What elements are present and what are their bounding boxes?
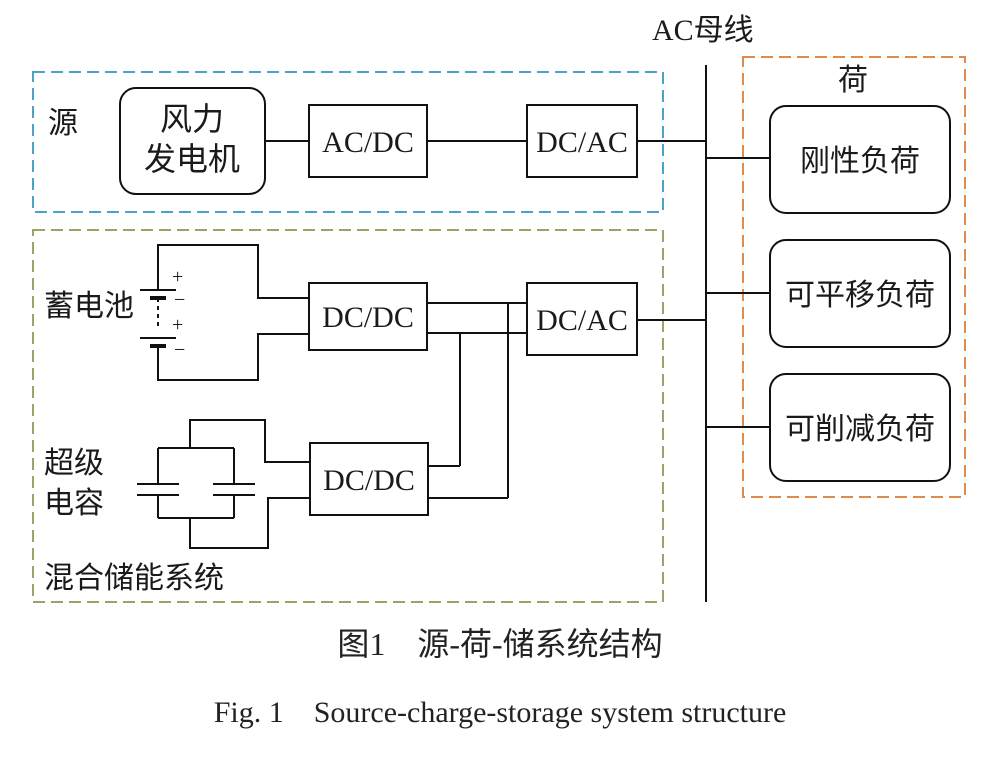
wind-generator-label-line2: 发电机 <box>144 141 240 177</box>
ac-bus-label: AC母线 <box>652 14 754 47</box>
dc-ac-source-converter-box <box>526 104 638 178</box>
battery-label: 蓄电池 <box>44 290 134 323</box>
battery-plus-sign: + <box>172 266 183 288</box>
load-group-label: 荷 <box>838 64 868 97</box>
wind-generator-label-line1: 风力 <box>160 101 224 137</box>
load-group-border <box>742 56 966 498</box>
reducible-load-box <box>769 373 951 482</box>
supercapacitor-symbol <box>137 419 310 549</box>
battery-minus-sign: − <box>174 289 185 311</box>
battery-symbol: + − + − <box>140 244 309 381</box>
battery-dc-dc-converter-label: DC/DC <box>322 301 414 334</box>
dc-ac-source-converter-label: DC/AC <box>536 126 628 159</box>
ac-dc-converter-box <box>308 104 428 178</box>
battery-dc-dc-converter-box <box>308 282 428 351</box>
rigid-load-box <box>769 105 951 214</box>
supercap-label-line1: 超级 <box>44 447 104 480</box>
battery-plus-sign-2: + <box>172 314 183 336</box>
ac-dc-converter-label: AC/DC <box>322 126 414 159</box>
dc-ac-storage-converter-label: DC/AC <box>536 304 628 337</box>
source-group-label: 源 <box>48 107 78 140</box>
supercap-dc-dc-converter-box <box>309 442 429 516</box>
caption-chinese: 图1 源-荷-储系统结构 <box>337 626 662 662</box>
shiftable-load-label: 可平移负荷 <box>785 279 935 312</box>
supercap-label-line2: 电容 <box>44 487 104 520</box>
reducible-load-label: 可削减负荷 <box>785 413 935 446</box>
battery-minus-sign-2: − <box>174 339 185 361</box>
shiftable-load-box <box>769 239 951 348</box>
supercap-dc-dc-converter-label: DC/DC <box>323 464 415 497</box>
storage-group-border <box>32 229 664 603</box>
caption-english: Fig. 1 Source-charge-storage system stru… <box>214 696 787 729</box>
rigid-load-label: 刚性负荷 <box>800 145 920 178</box>
source-group-border <box>32 71 664 213</box>
storage-group-label: 混合储能系统 <box>44 562 224 595</box>
